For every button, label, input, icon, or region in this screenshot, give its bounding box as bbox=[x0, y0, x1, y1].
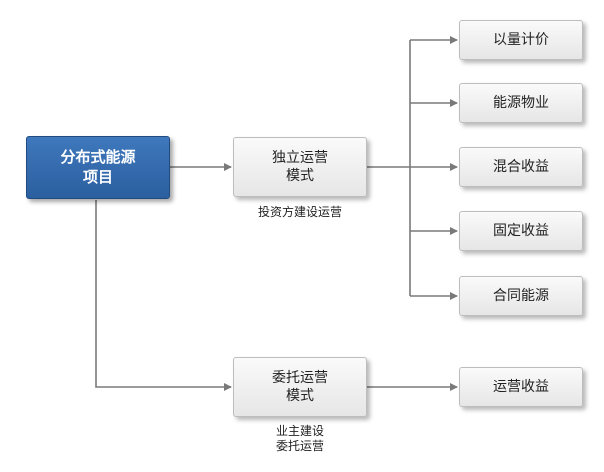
arrow-root-to-commissioned bbox=[95, 200, 232, 391]
outcome-node: 混合收益 bbox=[459, 147, 583, 187]
outcome-node: 固定收益 bbox=[459, 211, 583, 251]
outcome-node-label: 合同能源 bbox=[493, 287, 549, 304]
root-node: 分布式能源 项目 bbox=[26, 136, 170, 199]
root-node-line2: 项目 bbox=[82, 167, 113, 186]
mode-node-independent: 独立运营 模式 bbox=[233, 137, 367, 197]
outcome-node: 合同能源 bbox=[459, 276, 583, 316]
mode-independent-caption: 投资方建设运营 bbox=[228, 205, 372, 220]
outcome-node-label: 混合收益 bbox=[493, 158, 549, 175]
mode-node-independent-line2: 模式 bbox=[286, 168, 314, 184]
outcome-node: 运营收益 bbox=[459, 367, 583, 407]
mode-node-commissioned-line2: 模式 bbox=[286, 388, 314, 404]
outcome-node: 能源物业 bbox=[459, 83, 583, 123]
root-node-line1: 分布式能源 bbox=[60, 148, 136, 166]
mode-node-independent-line1: 独立运营 bbox=[272, 149, 328, 166]
mode-commissioned-caption-line2: 委托运营 bbox=[275, 439, 324, 453]
mode-node-commissioned-line1: 委托运营 bbox=[272, 369, 328, 386]
outcome-node-label: 运营收益 bbox=[493, 378, 549, 395]
outcome-node-label: 以量计价 bbox=[493, 31, 549, 48]
mode-commissioned-caption-line1: 业主建设 bbox=[275, 424, 324, 438]
outcome-node-label: 能源物业 bbox=[493, 94, 549, 111]
outcome-node-label: 固定收益 bbox=[493, 222, 549, 239]
outcome-node: 以量计价 bbox=[459, 20, 583, 60]
mode-commissioned-caption: 业主建设 委托运营 bbox=[228, 424, 372, 454]
mode-node-commissioned: 委托运营 模式 bbox=[233, 357, 367, 417]
mode-independent-caption-line1: 投资方建设运营 bbox=[257, 205, 342, 219]
